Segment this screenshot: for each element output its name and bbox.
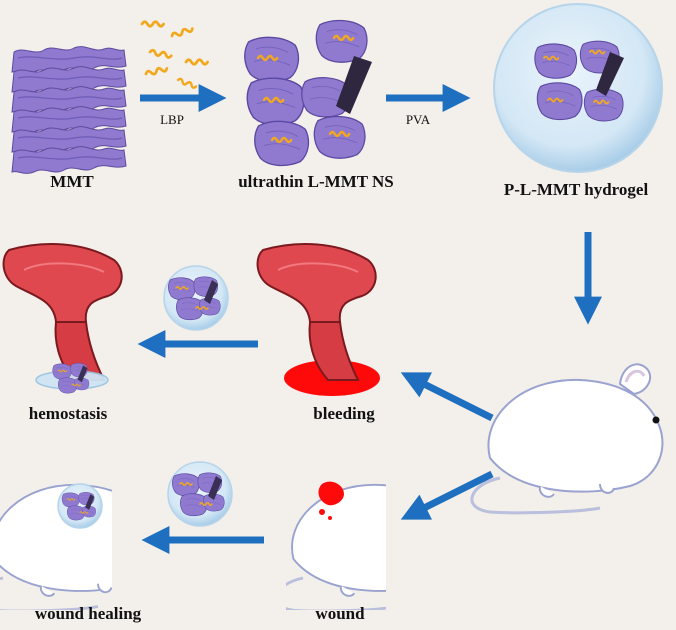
label-nanosheet: ultrathin L-MMT NS — [238, 172, 394, 191]
hydrogel-sphere-icon — [493, 3, 663, 173]
mouse-icon — [470, 362, 664, 515]
label-lbp: LBP — [160, 112, 184, 127]
label-mmt: MMT — [50, 172, 94, 191]
label-hemostasis: hemostasis — [28, 404, 108, 423]
label-hydrogel: P-L-MMT hydrogel — [503, 180, 649, 199]
label-bleeding: bleeding — [313, 404, 375, 423]
mmt-stack-icon — [11, 45, 127, 175]
bleeding-liver-icon — [256, 243, 380, 396]
hydrogel-dose-icon-2 — [167, 461, 233, 527]
nanosheet-cluster-icon — [244, 19, 372, 167]
arrow-to-wound — [400, 470, 494, 520]
label-pva: PVA — [405, 112, 431, 127]
wound-mouse-icon — [286, 470, 386, 610]
lbp-strands-icon — [140, 20, 209, 90]
healing-mouse-icon — [0, 470, 112, 610]
hemostasis-liver-icon — [2, 243, 123, 393]
arrow-to-bleeding — [400, 372, 494, 422]
label-wound-healing: wound healing — [34, 604, 142, 623]
label-wound: wound — [315, 604, 365, 623]
hydrogel-dose-icon — [163, 265, 229, 331]
